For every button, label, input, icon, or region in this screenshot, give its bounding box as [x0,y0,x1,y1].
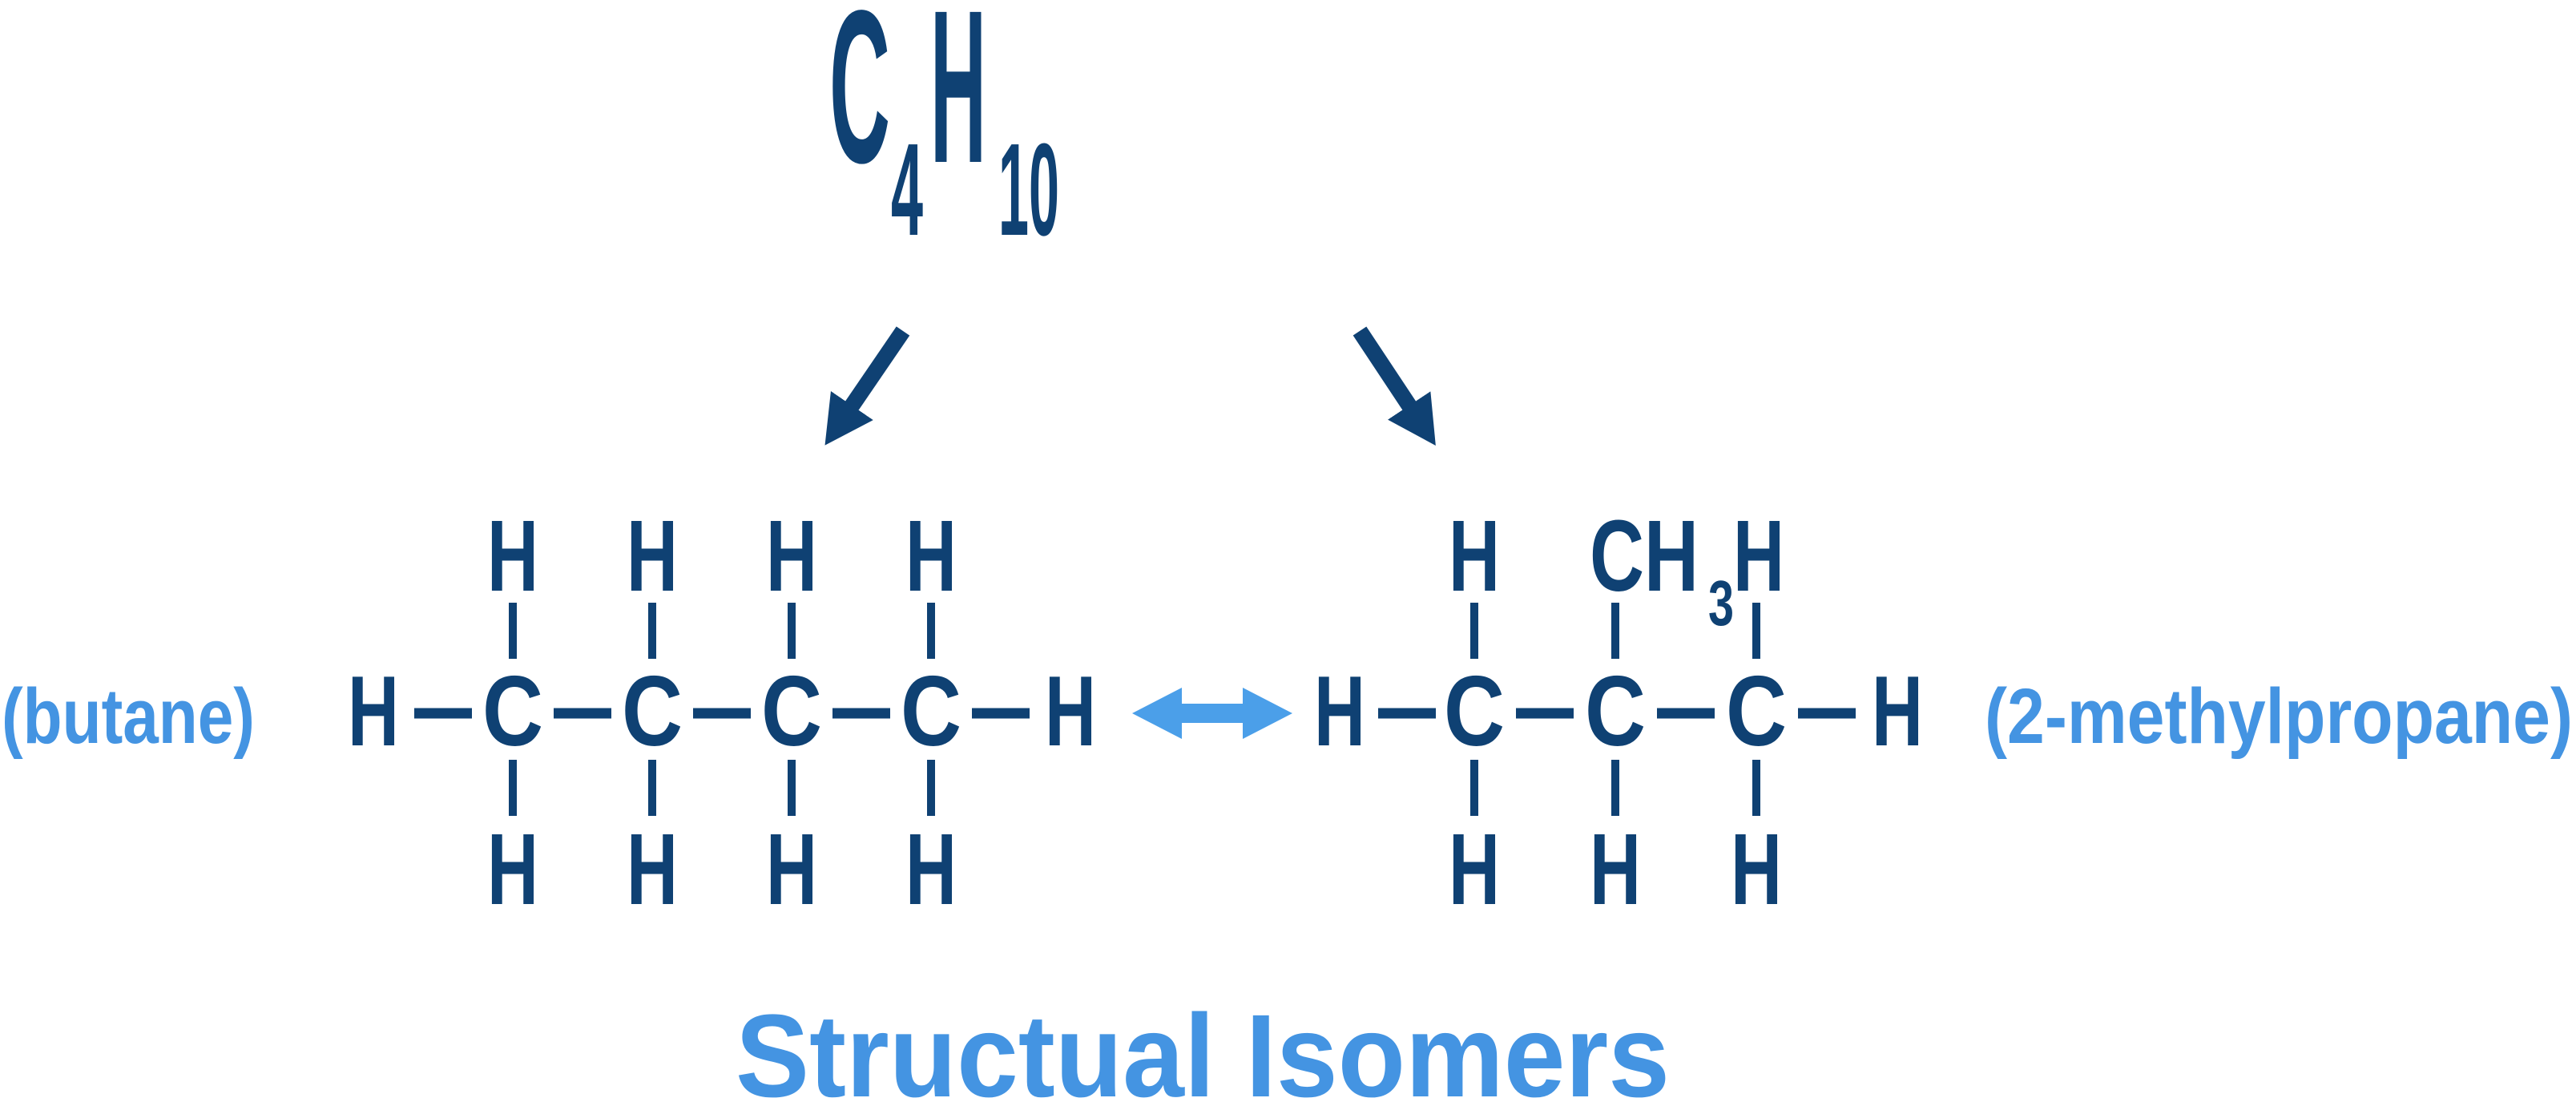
methylpropane-label: (2-methylpropane) [1985,672,2573,760]
isomer-equivalence-arrow [1132,688,1292,739]
atom-carbon: C [1585,656,1646,767]
molecular-formula: C 4 H 10 [829,0,1059,263]
branch-arrow-right [1353,326,1436,446]
atom-hydrogen: H [1449,813,1500,926]
formula-hydrogen-count: 10 [998,116,1059,263]
atom-hydrogen: H [905,813,957,926]
atom-hydrogen: H [487,499,538,612]
diagram-title: Structual Isomers [736,991,1670,1102]
formula-carbon: C [829,0,890,208]
atom-carbon: C [622,656,683,767]
atom-hydrogen: H [1872,656,1923,767]
butane-structure: H H H H H C C C C H H H H H [348,499,1096,926]
atom-hydrogen: H [1733,499,1784,612]
atom-carbon: C [1444,656,1505,767]
atom-hydrogen: H [487,813,538,926]
atom-hydrogen: H [1449,499,1500,612]
atom-carbon: C [482,656,543,767]
methylpropane-structure: H CH 3 H H C C C H H H H [1314,499,1923,926]
atom-hydrogen: H [627,499,678,612]
atom-hydrogen: H [905,499,957,612]
atom-hydrogen: H [1314,656,1365,767]
branch-arrow-left [824,326,910,446]
atom-hydrogen: H [1731,813,1782,926]
atom-hydrogen: H [766,499,817,612]
atom-hydrogen: H [1045,656,1096,767]
atom-carbon: C [901,656,961,767]
formula-carbon-count: 4 [891,116,923,263]
atom-hydrogen: H [1590,813,1641,926]
atom-hydrogen: H [627,813,678,926]
butane-label: (butane) [2,672,255,760]
atom-hydrogen: H [766,813,817,926]
atom-carbon: C [761,656,822,767]
atom-hydrogen: H [348,656,399,767]
methyl-group: CH [1590,499,1699,612]
formula-hydrogen: H [930,0,986,208]
methyl-group-subscript: 3 [1708,567,1734,639]
atom-carbon: C [1726,656,1787,767]
